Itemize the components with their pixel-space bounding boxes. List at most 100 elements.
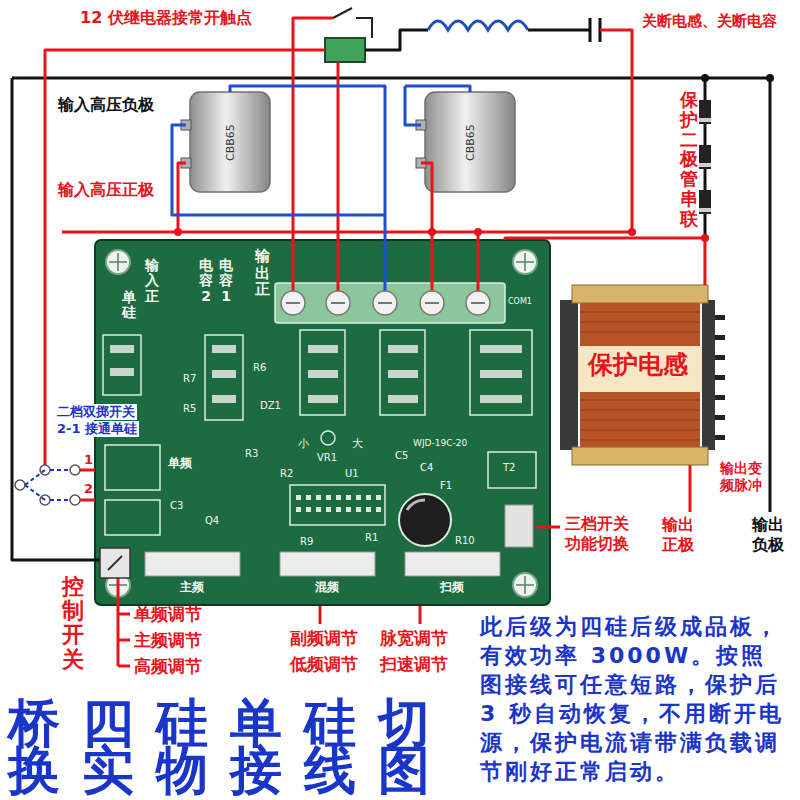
inductor-core bbox=[560, 300, 578, 450]
red-wire bbox=[536, 526, 560, 529]
relay-note: 12 伏继电器接常开触点 bbox=[80, 8, 252, 27]
shutdown-note: 关断电感、关断电容 bbox=[642, 12, 777, 30]
silkscreen-text: C4 bbox=[420, 462, 433, 474]
switch-note: 2-1 接通单硅 bbox=[55, 421, 139, 437]
film-capacitor bbox=[190, 92, 270, 192]
inductor-pin bbox=[715, 315, 725, 440]
silkscreen-text: WJD-19C-20 bbox=[413, 438, 467, 449]
pin-header bbox=[294, 493, 382, 517]
heatsink bbox=[470, 330, 532, 415]
capacitor-lug bbox=[181, 120, 426, 168]
potentiometer-connector bbox=[405, 552, 500, 576]
transistor-pad bbox=[480, 345, 522, 353]
relay-contact bbox=[333, 8, 372, 38]
adjust-label: 高频调节 bbox=[134, 656, 202, 676]
diode bbox=[699, 145, 711, 169]
terminal-block bbox=[275, 283, 505, 323]
output-negative-label: 输出负极 bbox=[752, 515, 786, 555]
selector-switch bbox=[505, 505, 533, 547]
pcb-board: 单硅输入正电容2电容1输出正R7R6R5DZ1小大VR1WJD-19C-20R3… bbox=[95, 240, 550, 605]
shutdown-capacitor bbox=[590, 18, 600, 42]
adjust-label: 单频调节 bbox=[134, 604, 202, 624]
silkscreen-text: 扫频 bbox=[440, 580, 464, 594]
terminal-block bbox=[275, 283, 505, 323]
pin-header bbox=[294, 493, 382, 517]
screw-slot bbox=[286, 302, 485, 304]
board-note: 此后级为四硅后级成品板，有效功率 3000W。按照图接线可任意短路，保护后3 秒… bbox=[480, 612, 790, 786]
junction-dot bbox=[174, 228, 709, 242]
heatsink bbox=[103, 330, 532, 420]
diode-band bbox=[699, 118, 711, 122]
transistor-pad bbox=[480, 395, 522, 403]
diagram-title: 桥四硅单硅切换实物接线图 bbox=[8, 700, 478, 794]
transistor-pad bbox=[308, 370, 338, 378]
switch-lever bbox=[25, 470, 70, 500]
red-wire bbox=[80, 469, 95, 472]
part-name: 保护电感 bbox=[560, 350, 715, 380]
film-capacitor bbox=[190, 92, 515, 192]
hole-mark bbox=[109, 253, 534, 594]
silkscreen-text: C5 bbox=[395, 450, 408, 462]
mounting-hole bbox=[106, 250, 537, 597]
adjust-label: 扫速调节 bbox=[380, 654, 448, 674]
adjust-label: 脉宽调节 bbox=[380, 628, 448, 648]
capacitor-marking: CBB65 bbox=[463, 124, 476, 161]
electrolytic-capacitor bbox=[399, 494, 451, 546]
red-wire bbox=[62, 231, 630, 234]
red-wire bbox=[45, 50, 325, 465]
control-switch bbox=[100, 548, 130, 578]
inductor-core bbox=[560, 300, 715, 450]
junction-dot bbox=[474, 228, 482, 236]
relay bbox=[325, 38, 365, 62]
switch-position: 1 bbox=[84, 452, 93, 468]
silkscreen-text: R10 bbox=[455, 535, 475, 547]
component-outline bbox=[105, 500, 160, 535]
silkscreen-text: 主频 bbox=[180, 580, 204, 594]
diode bbox=[699, 100, 711, 124]
red-wire bbox=[118, 665, 130, 668]
red-wire bbox=[319, 606, 322, 624]
control-switch-label: 控制开关 bbox=[62, 575, 84, 672]
input-negative-label: 输入高压负极 bbox=[58, 95, 154, 114]
transistor-pad bbox=[388, 395, 418, 403]
silkscreen-text: R7 bbox=[183, 373, 196, 385]
pcb-board bbox=[95, 240, 550, 605]
red-wire bbox=[178, 163, 186, 232]
wire-connector bbox=[505, 238, 705, 285]
transistor-pad bbox=[212, 370, 236, 378]
silkscreen-text: R9 bbox=[300, 536, 313, 548]
transistor-pad bbox=[110, 368, 134, 376]
black-wire bbox=[12, 30, 770, 560]
adjust-label: 低频调节 bbox=[290, 654, 358, 674]
red-wire bbox=[689, 465, 692, 512]
control-switch bbox=[108, 556, 122, 570]
silkscreen-text: 大 bbox=[352, 437, 363, 450]
heatsink bbox=[205, 335, 243, 420]
output-pulse-label: 输出变频脉冲 bbox=[720, 460, 764, 494]
junction-dot bbox=[701, 74, 709, 82]
electrolytic-capacitor bbox=[407, 500, 425, 510]
silkscreen-text: DZ1 bbox=[260, 400, 281, 412]
red-wire bbox=[293, 18, 333, 300]
silkscreen-text: R6 bbox=[253, 362, 266, 374]
component-outline bbox=[105, 431, 536, 535]
red-wire bbox=[80, 499, 95, 502]
transistor-pad bbox=[308, 345, 338, 353]
transistor-pad bbox=[110, 345, 522, 403]
shutdown-inductor bbox=[428, 21, 528, 30]
silkscreen-text: Q4 bbox=[205, 515, 219, 527]
protection-inductor: 保护电感 bbox=[560, 285, 715, 470]
transistor-pad bbox=[212, 395, 236, 403]
black-wire bbox=[769, 78, 772, 512]
adjust-label: 副频调节 bbox=[290, 628, 358, 648]
diode-band bbox=[699, 163, 711, 167]
silkscreen-text: R2 bbox=[280, 468, 293, 480]
inductor-pin bbox=[715, 335, 725, 340]
diode bbox=[699, 100, 711, 214]
red-wire bbox=[477, 232, 480, 300]
inductor-pin bbox=[715, 415, 725, 420]
blue-wire bbox=[230, 86, 385, 300]
inductor-pin bbox=[715, 315, 725, 320]
input-positive-label: 输入高压正极 bbox=[58, 180, 154, 199]
blue-wire bbox=[405, 86, 421, 125]
